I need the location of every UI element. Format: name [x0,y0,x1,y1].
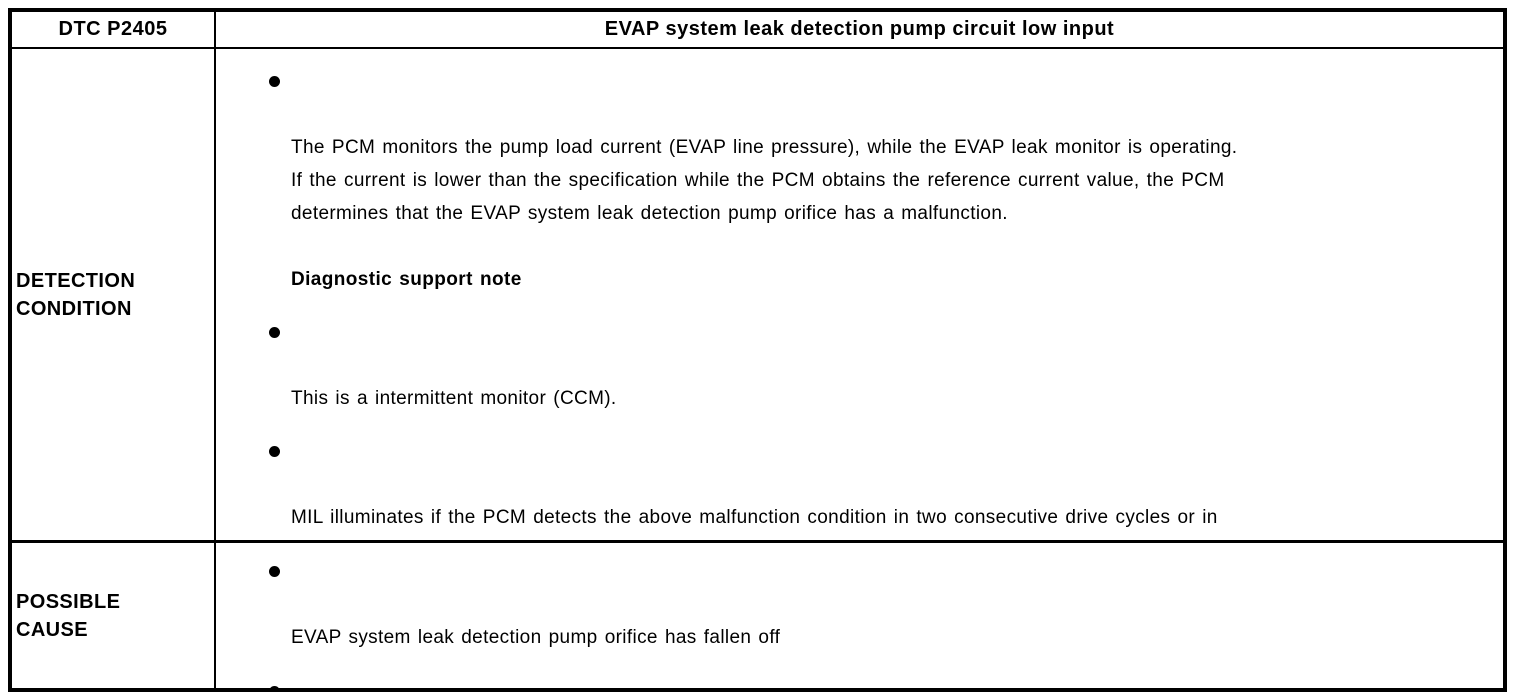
bullet-icon [269,327,280,338]
bullet-text: EVAP system leak detection pump orifice … [291,627,781,648]
dtc-code-cell: DTC P2405 [12,12,216,49]
bullet-text: The PCM monitors the pump load current (… [291,137,1238,224]
bullet-text: This is a intermittent monitor (CCM). [291,388,617,409]
detection-bullet-intermittent-monitor: This is a intermittent monitor (CCM). [216,316,1491,415]
diagnostic-support-note-heading: Diagnostic support note [291,269,522,290]
bullet-icon [269,566,280,577]
bullet-icon [269,686,280,688]
detection-bullet-pcm-monitors: The PCM monitors the pump load current (… [216,65,1491,230]
detection-bullet-mil-illuminates: MIL illuminates if the PCM detects the a… [216,435,1491,540]
detection-condition-label: DETECTION CONDITION [12,49,216,543]
cause-bullet-orifice-fallen-off: EVAP system leak detection pump orifice … [216,555,1491,654]
dtc-title-cell: EVAP system leak detection pump circuit … [216,12,1503,49]
cause-bullet-pump-motor-malfunction: EVAP system leak detection pump motor ma… [216,675,1491,688]
possible-cause-label: POSSIBLE CAUSE [12,543,216,688]
possible-cause-content: EVAP system leak detection pump orifice … [216,543,1503,688]
bullet-icon [269,76,280,87]
detection-condition-content: The PCM monitors the pump load current (… [216,49,1503,543]
dtc-info-table: DTC P2405 EVAP system leak detection pum… [8,8,1507,692]
bullet-icon [269,446,280,457]
bullet-text: MIL illuminates if the PCM detects the a… [291,507,1218,528]
